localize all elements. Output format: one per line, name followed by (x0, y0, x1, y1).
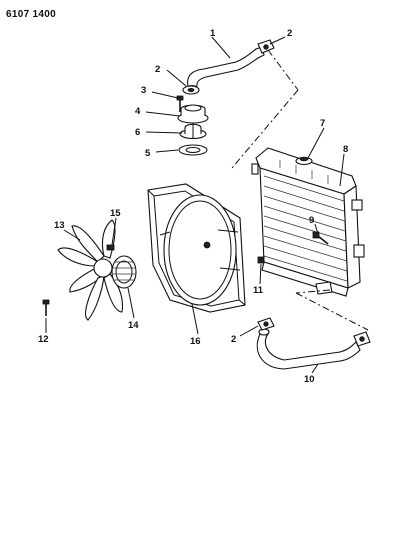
callout-3: 3 (141, 85, 146, 96)
leader-lines (45, 36, 369, 374)
callout-15: 15 (110, 208, 121, 219)
diagram-code: 6107 1400 (6, 9, 56, 20)
lower-radiator-hose (256, 328, 361, 370)
thermostat-housing (177, 104, 209, 124)
callout-10: 10 (304, 374, 315, 385)
drain-cock (257, 256, 265, 264)
callout-labels: 1 2 2 2 3 4 5 6 7 8 9 10 11 12 13 14 15 … (38, 28, 348, 385)
callout-6: 6 (135, 127, 140, 138)
callout-8: 8 (343, 144, 348, 155)
callout-7: 7 (320, 118, 325, 129)
hose-clamp-upper-left (182, 85, 200, 95)
hose-clamp-lower-left (257, 317, 275, 331)
callout-1: 1 (210, 28, 216, 39)
radiator-mounting-screw (312, 231, 329, 245)
radiator-cap (295, 156, 313, 166)
hose-clamp-lower-right (353, 331, 371, 347)
thermostat (179, 123, 207, 140)
fan-bolt (42, 299, 50, 316)
callout-2: 2 (155, 64, 160, 75)
callout-9: 9 (309, 215, 314, 226)
callout-5: 5 (145, 148, 151, 159)
fan-clutch-nut (106, 244, 115, 251)
thermostat-gasket (178, 144, 208, 156)
fan-shroud (147, 183, 246, 313)
callout-16: 16 (190, 336, 201, 347)
upper-radiator-hose (186, 46, 265, 92)
hose-clamp-upper-right (257, 39, 275, 54)
callout-12: 12 (38, 334, 49, 345)
callout-2: 2 (287, 28, 292, 39)
fan-clutch (111, 255, 137, 289)
callout-11: 11 (253, 285, 264, 296)
callout-14: 14 (128, 320, 139, 331)
callout-2: 2 (231, 334, 236, 345)
radiator (251, 147, 365, 297)
callout-4: 4 (135, 106, 141, 117)
callout-13: 13 (54, 220, 65, 231)
